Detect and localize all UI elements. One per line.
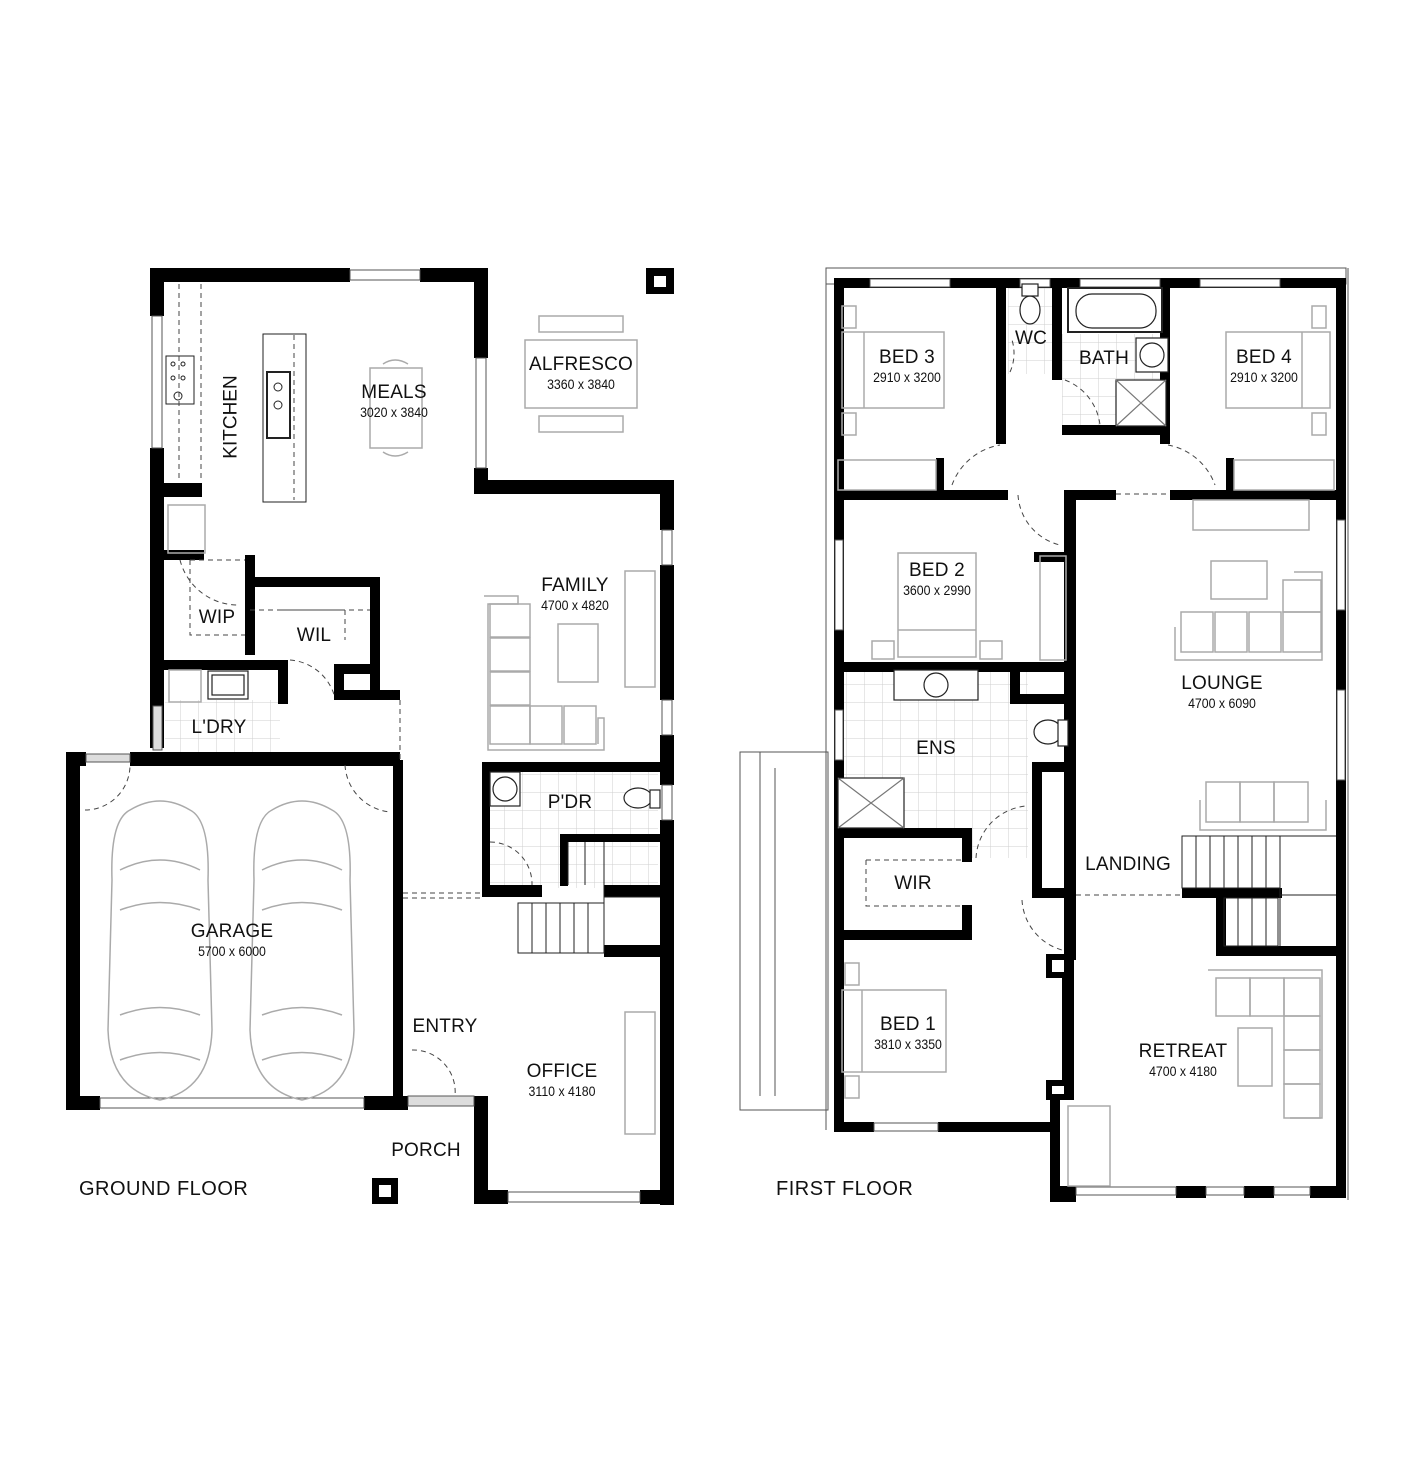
room-name: GARAGE <box>190 921 274 942</box>
room-bed2: BED 2 3600 x 2990 <box>898 560 975 598</box>
room-name: OFFICE <box>526 1061 598 1082</box>
room-label-landing: LANDING <box>1085 854 1171 875</box>
room-bed4: BED 4 2910 x 3200 <box>1225 347 1302 385</box>
room-name: BED 4 <box>1236 347 1292 368</box>
room-dimensions: 4700 x 4820 <box>541 596 609 613</box>
room-name: MEALS <box>361 382 427 403</box>
room-garage: GARAGE 5700 x 6000 <box>191 921 274 959</box>
room-bed1: BED 1 3810 x 3350 <box>869 1014 946 1052</box>
room-label-porch: PORCH <box>391 1140 461 1161</box>
room-label-laundry: L'DRY <box>191 717 247 738</box>
room-name: BED 1 <box>880 1014 936 1035</box>
room-dimensions: 3600 x 2990 <box>903 581 971 598</box>
room-dimensions: 2910 x 3200 <box>1230 368 1298 385</box>
room-label-powder: P'DR <box>547 792 593 813</box>
room-dimensions: 3110 x 4180 <box>528 1082 596 1099</box>
room-dimensions: 4700 x 4180 <box>1149 1062 1217 1079</box>
room-dimensions: 2910 x 3200 <box>873 368 941 385</box>
room-label-wc: WC <box>1014 328 1048 349</box>
room-office: OFFICE 3110 x 4180 <box>524 1061 600 1099</box>
room-label-entry: ENTRY <box>412 1016 478 1037</box>
room-label-wip: WIP <box>198 607 236 628</box>
room-lounge: LOUNGE 4700 x 6090 <box>1181 673 1262 711</box>
room-label-bath: BATH <box>1078 348 1130 369</box>
room-alfresco: ALFRESCO 3360 x 3840 <box>529 354 633 392</box>
room-label-wil: WIL <box>296 625 332 646</box>
floor-title-first: FIRST FLOOR <box>776 1178 914 1200</box>
room-dimensions: 4700 x 6090 <box>1188 694 1256 711</box>
room-retreat: RETREAT 4700 x 4180 <box>1139 1041 1228 1079</box>
ground-floor-plan <box>66 268 674 1205</box>
room-family: FAMILY 4700 x 4820 <box>536 575 613 613</box>
floor-title-ground: GROUND FLOOR <box>79 1178 249 1200</box>
room-name: BED 2 <box>909 560 965 581</box>
room-dimensions: 3360 x 3840 <box>547 375 615 392</box>
room-dimensions: 3020 x 3840 <box>360 403 428 420</box>
room-name: ALFRESCO <box>528 354 634 375</box>
first-floor-plan <box>739 267 1349 1202</box>
room-dimensions: 5700 x 6000 <box>198 942 266 959</box>
room-label-kitchen: KITCHEN <box>220 375 242 459</box>
room-name: FAMILY <box>541 575 609 596</box>
room-meals: MEALS 3020 x 3840 <box>355 382 432 420</box>
room-name: RETREAT <box>1138 1041 1228 1062</box>
room-name: BED 3 <box>879 347 935 368</box>
room-name: LOUNGE <box>1181 673 1263 694</box>
room-bed3: BED 3 2910 x 3200 <box>868 347 945 385</box>
room-dimensions: 3810 x 3350 <box>874 1035 942 1052</box>
room-label-ens: ENS <box>916 738 956 759</box>
room-label-wir: WIR <box>894 873 932 894</box>
